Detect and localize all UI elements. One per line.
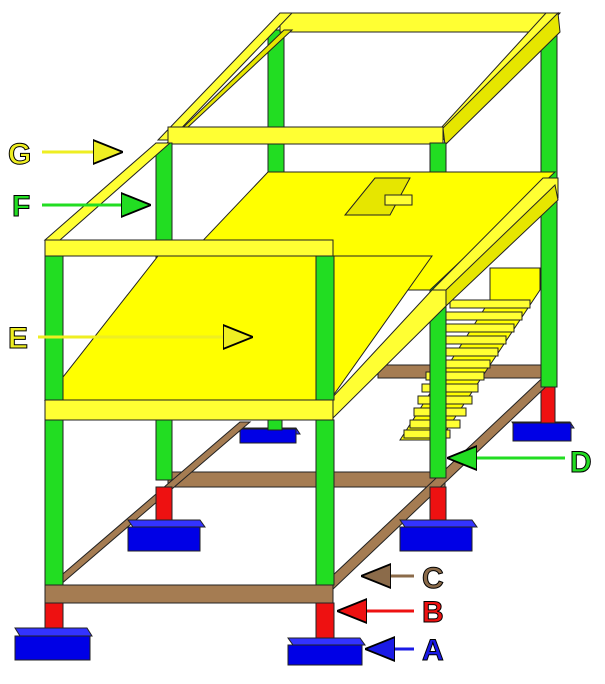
label-D: D (570, 446, 592, 479)
plinth-beam-middle (167, 471, 446, 488)
roof-beams (156, 11, 562, 147)
label-A: A (422, 634, 444, 667)
label-E: E (8, 322, 28, 355)
footing-mid-right (399, 519, 478, 552)
footing-back-right (511, 421, 575, 442)
label-F: F (12, 190, 30, 223)
footing-mid-left (127, 519, 206, 552)
plinth-beam-left (48, 421, 252, 586)
staircase (399, 267, 541, 441)
column-front-left-lower (44, 419, 64, 586)
footing-front-right (287, 637, 366, 666)
stair-opening (343, 177, 411, 216)
column-back-right-upper (540, 29, 558, 186)
pedestal-front-right (315, 602, 335, 644)
label-B: B (422, 596, 444, 629)
plinth-beam-front (44, 584, 334, 604)
label-C: C (422, 562, 444, 595)
column-front-left-upper (44, 255, 64, 401)
first-floor-slab (43, 255, 433, 401)
column-front-right-lower (315, 419, 335, 586)
column-back-right-lower (541, 195, 557, 387)
label-G: G (8, 138, 31, 171)
column-front-right-upper (315, 255, 335, 401)
column-back-left-upper (267, 29, 285, 181)
first-floor-front-beam (44, 399, 334, 421)
footing-front-left (14, 627, 93, 661)
column-mid-right-lower (429, 299, 447, 479)
